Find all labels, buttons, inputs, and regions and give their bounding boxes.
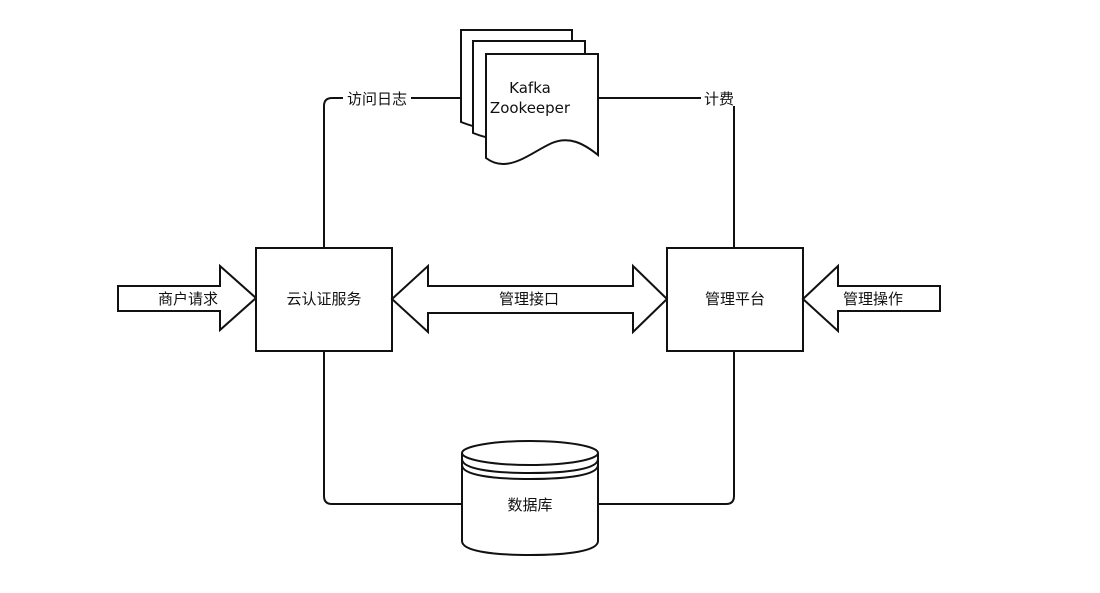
management-operation-arrow: 管理操作 [801,263,941,334]
merchant-request-arrow-shape [117,263,258,333]
database-ring-2 [461,464,599,481]
kafka-zookeeper-stack: Kafka Zookeeper [460,29,599,166]
access-log-connector [323,97,343,248]
billing-label: 计费 [704,90,734,108]
access-log-label: 访问日志 [347,90,407,108]
kafka-document-front [485,53,599,166]
management-interface-label: 管理接口 [499,290,559,308]
management-platform-rectangle [666,247,804,352]
connectors [323,97,735,505]
database-ring-1 [461,458,599,475]
merchant-request-arrow: 商户请求 [117,263,258,333]
management-operation-arrow-shape [801,263,941,334]
database-to-platform-connector [597,351,735,505]
management-operation-label: 管理操作 [843,290,903,308]
database-cylinder: 数据库 [461,440,599,557]
cloud-auth-service-rectangle [255,247,393,352]
database-label: 数据库 [507,496,552,514]
merchant-request-label: 商户请求 [158,290,218,308]
auth-to-database-connector [323,351,462,505]
cloud-auth-service-box: 云认证服务 [255,247,393,352]
management-platform-label: 管理平台 [705,290,765,308]
database-top-ellipse [461,440,599,466]
management-platform-box: 管理平台 [666,247,804,352]
zookeeper-label: Zookeeper [490,99,571,117]
cloud-auth-service-label: 云认证服务 [286,290,361,308]
management-interface-arrow: 管理接口 [390,263,669,335]
kafka-label: Kafka [509,79,551,97]
